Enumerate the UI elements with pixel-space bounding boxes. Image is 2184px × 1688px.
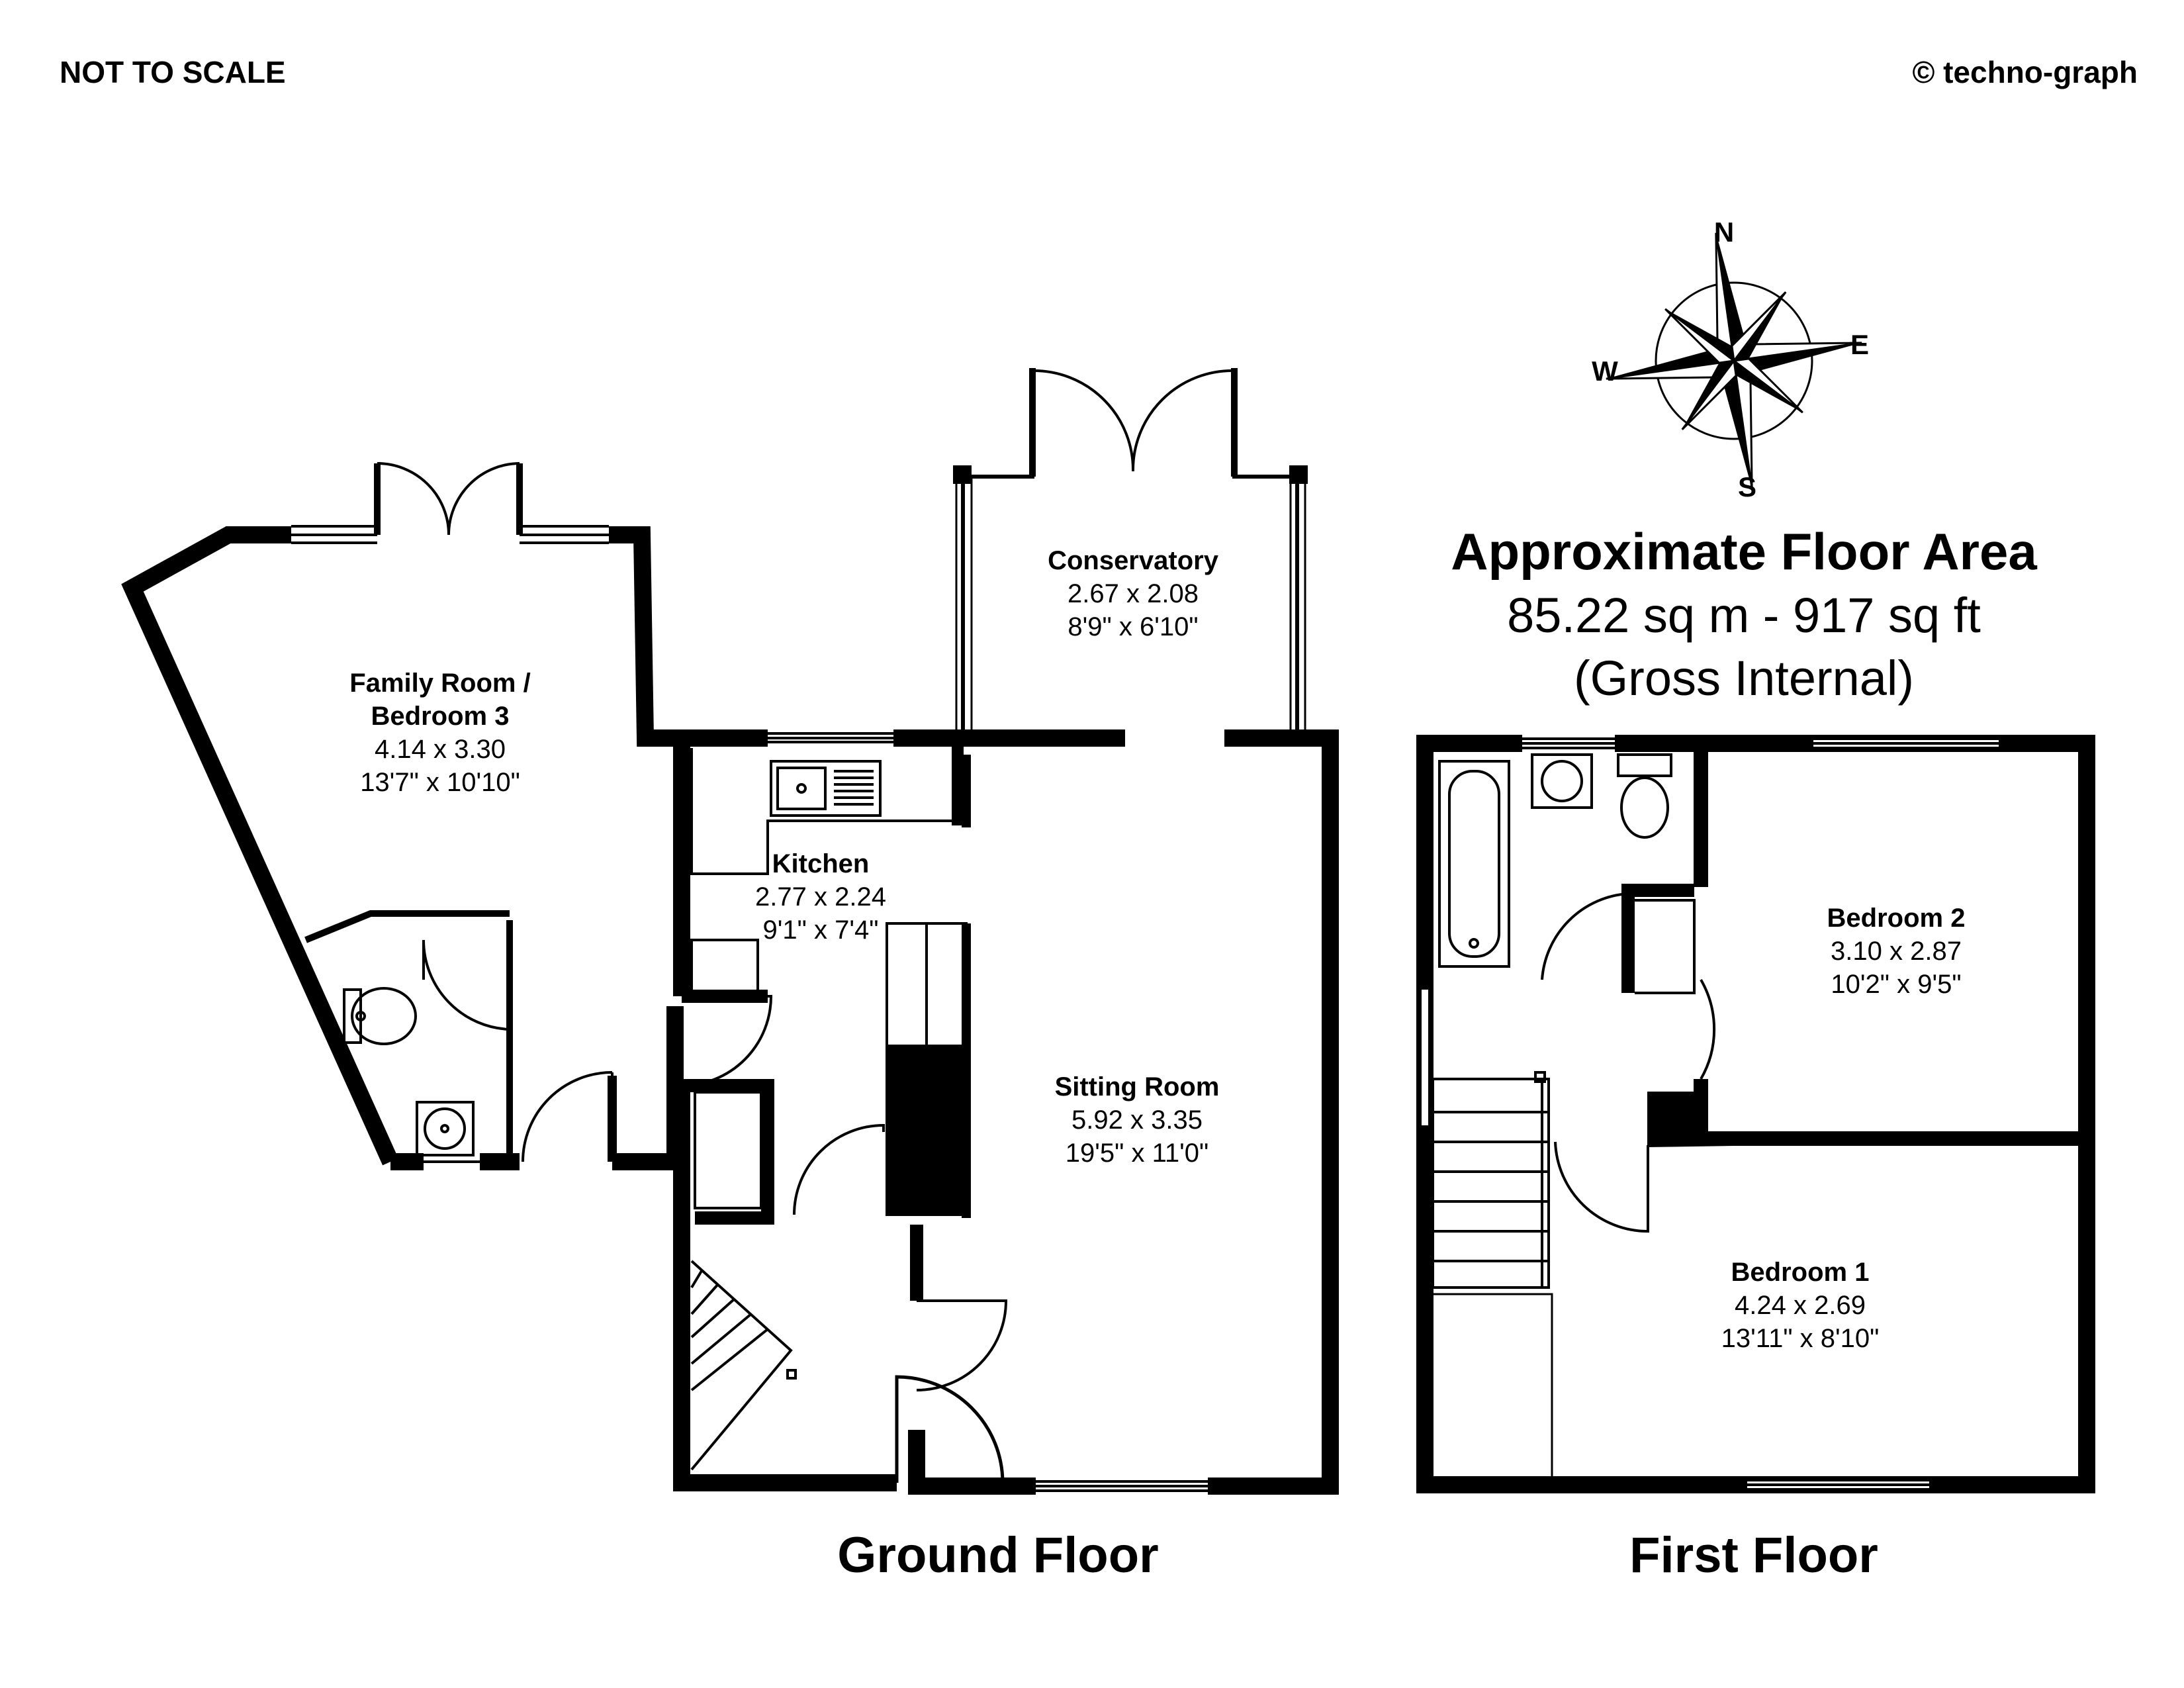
west-wall <box>673 738 897 1491</box>
toilet-icon <box>1617 753 1672 839</box>
compass-north: N <box>1714 216 1734 248</box>
bath-icon <box>1438 760 1510 968</box>
compass-rose: N E S W <box>1592 216 1869 502</box>
sitting-window <box>1036 1480 1208 1492</box>
wc-toilet-icon <box>343 987 417 1045</box>
wc-basin-icon <box>416 1101 475 1156</box>
room-metric: 3.10 x 2.87 <box>1831 937 1962 966</box>
basin-icon <box>1531 753 1593 809</box>
room-name: Bedroom 1 <box>1731 1258 1870 1287</box>
room-imperial: 10'2" x 9'5" <box>1831 970 1961 999</box>
room-name: Family Room / <box>349 669 530 698</box>
family-room-wall <box>121 526 678 1166</box>
room-name: Bedroom 2 <box>1827 904 1966 933</box>
area-value: 85.22 sq m - 917 sq ft <box>1507 588 1981 643</box>
room-imperial: 19'5" x 11'0" <box>1066 1139 1208 1168</box>
conservatory-glazing <box>955 477 1306 738</box>
room-imperial: 8'9" x 6'10" <box>1068 612 1198 641</box>
sink-icon <box>770 760 882 817</box>
front-door-icon <box>895 1375 1005 1483</box>
cupboard-ff <box>1635 899 1696 994</box>
wc-door-icon <box>422 939 510 1031</box>
bedroom2-door-icon <box>1700 979 1716 1080</box>
conservatory-doors-icon <box>1029 368 1238 477</box>
first-floor-stairs-icon <box>1432 1071 1550 1289</box>
bedroom1-door-icon <box>1554 1141 1649 1233</box>
french-door-icon <box>291 462 609 544</box>
first-floor-label: First Floor <box>1629 1527 1878 1583</box>
stairs-window <box>677 1331 688 1456</box>
hall-partition <box>682 990 774 1225</box>
kitchen-window <box>768 732 893 743</box>
room-label-bedroom-1: Bedroom 1 4.24 x 2.69 13'11" x 8'10" <box>1721 1258 1880 1353</box>
room-name: Sitting Room <box>1055 1072 1220 1102</box>
room-imperial: 13'7" x 10'10" <box>360 768 520 797</box>
bathroom-wall <box>1621 884 1694 993</box>
room-label-bedroom-2: Bedroom 2 3.10 x 2.87 10'2" x 9'5" <box>1827 904 1966 999</box>
room-label-family-room: Family Room / Bedroom 3 4.14 x 3.30 13'7… <box>349 669 530 797</box>
compass-east: E <box>1850 329 1869 360</box>
room-metric: 2.77 x 2.24 <box>755 882 886 912</box>
compass-south: S <box>1738 471 1756 502</box>
cupboard <box>694 1091 762 1209</box>
room-label-conservatory: Conservatory 2.67 x 2.08 8'9" x 6'10" <box>1048 546 1219 641</box>
room-imperial: 13'11" x 8'10" <box>1721 1324 1880 1353</box>
ground-floor-plan <box>121 368 1339 1495</box>
room-metric: 2.67 x 2.08 <box>1068 579 1199 608</box>
family-door-icon <box>522 1071 614 1162</box>
copyright: © techno-graph <box>1912 55 2138 89</box>
family-room-lower-wall <box>390 1006 684 1170</box>
kitchen-door-icon <box>681 995 773 1087</box>
room-name: Kitchen <box>772 849 870 878</box>
room-metric: 4.14 x 3.30 <box>375 735 506 764</box>
kitchen-units <box>690 747 968 1216</box>
room-name: Conservatory <box>1048 546 1219 575</box>
room-metric: 5.92 x 3.35 <box>1071 1105 1203 1135</box>
area-title: Approximate Floor Area <box>1451 522 2037 581</box>
room-label-kitchen: Kitchen 2.77 x 2.24 9'1" x 7'4" <box>755 849 886 945</box>
compass-star-icon <box>1606 232 1862 489</box>
area-note: (Gross Internal) <box>1574 651 1914 706</box>
sitting-door-icon <box>916 1299 1008 1391</box>
wc-partition-wall <box>304 910 513 1162</box>
first-floor-plan <box>1416 734 2095 1493</box>
bedroom1-wall <box>1647 1092 1695 1146</box>
room-name-2: Bedroom 3 <box>371 702 510 731</box>
room-imperial: 9'1" x 7'4" <box>763 915 879 945</box>
ground-floor-label: Ground Floor <box>837 1527 1158 1583</box>
stairs-icon <box>690 1260 797 1471</box>
store-wall <box>1433 1293 1553 1479</box>
room-label-sitting-room: Sitting Room 5.92 x 3.35 19'5" x 11'0" <box>1055 1072 1220 1168</box>
compass-west: W <box>1592 355 1618 387</box>
kitchen-top-wall <box>645 729 1339 1495</box>
first-floor-outer-wall <box>1416 735 2095 1493</box>
room-metric: 4.24 x 2.69 <box>1735 1291 1866 1320</box>
hall-cupboard-door-icon <box>793 1123 885 1215</box>
compass-ring-icon <box>1655 281 1813 440</box>
bedroom1-wall-2 <box>1647 1137 2079 1147</box>
scale-note: NOT TO SCALE <box>60 55 286 89</box>
bathroom-door-icon <box>1541 892 1629 980</box>
